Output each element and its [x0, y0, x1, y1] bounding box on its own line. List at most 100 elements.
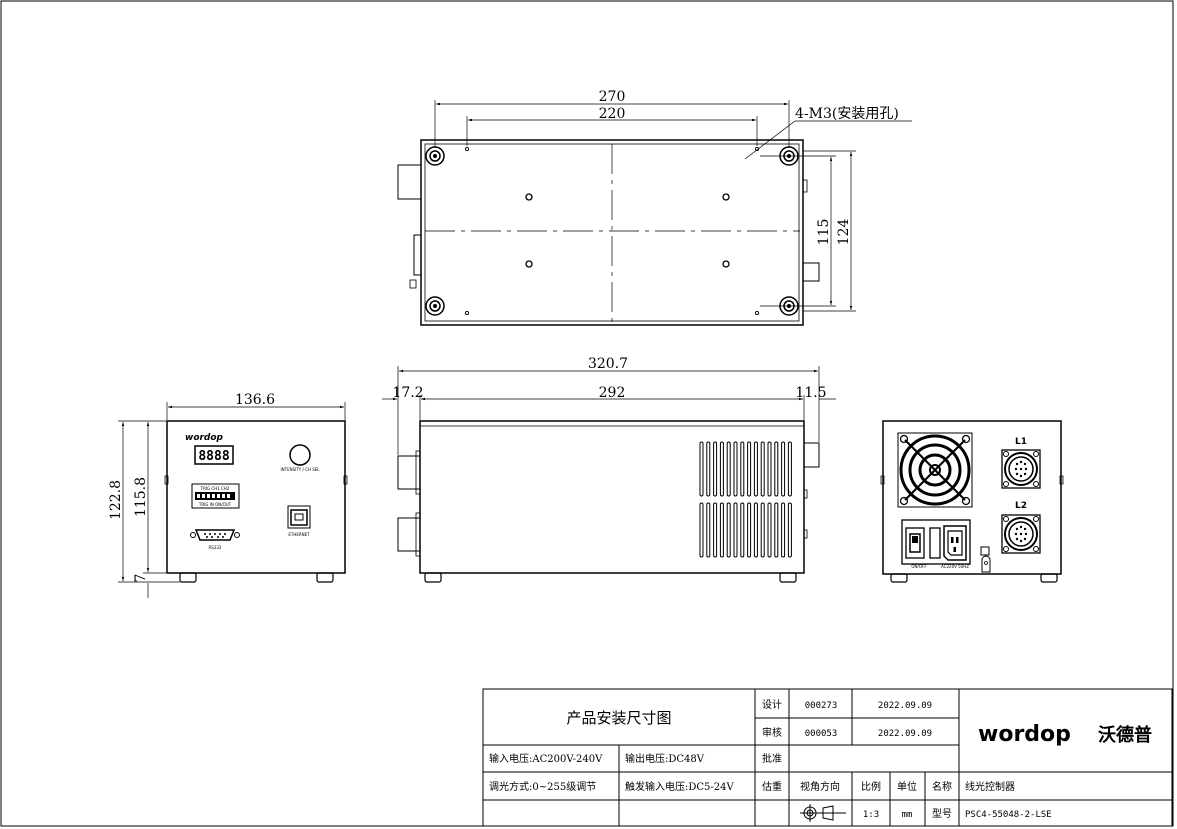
- approval-label: 批准: [762, 752, 782, 765]
- vent-slot: [753, 441, 758, 497]
- vent-slot: [740, 502, 745, 558]
- dim-front-height-total: 122.8: [108, 480, 124, 520]
- model-value: PSC4-55048-2-LSE: [965, 810, 1052, 820]
- hole-callout: 4-M3(安装用孔): [795, 106, 899, 122]
- ethernet-label: ETHERNET: [288, 532, 310, 537]
- terminal-label-bottom: TRIG IN ON/OUT: [198, 502, 232, 507]
- port-l1-label: L1: [1015, 437, 1027, 447]
- vent-slot: [719, 441, 724, 497]
- dim-side-length-total: 320.7: [588, 356, 628, 372]
- vent-slot: [781, 502, 786, 558]
- input-voltage: 输入电压:AC200V-240V: [489, 752, 603, 765]
- serial-label: RS232: [209, 545, 222, 550]
- vent-slot: [774, 502, 779, 558]
- digit-display: [194, 445, 234, 465]
- ac-inlet[interactable]: [943, 525, 967, 561]
- dim-width-holes: 220: [599, 106, 626, 122]
- front-view: wordop 8888 INTENSITY / CH SEL TRIG CH1 …: [108, 392, 348, 598]
- model-label: 型号: [932, 807, 952, 820]
- projection-symbol-icon: [800, 804, 846, 822]
- vent-slot: [713, 502, 718, 558]
- weight-label: 估重: [762, 780, 782, 793]
- front-brand-logo: wordop: [185, 433, 224, 443]
- vent-slot: [726, 502, 731, 558]
- front-panel-outline: [166, 420, 346, 574]
- digit-display-value: 8888: [198, 449, 229, 464]
- vent-slot: [706, 441, 711, 497]
- company-name: 沃德普: [1098, 724, 1152, 746]
- vent-slot: [699, 441, 704, 497]
- dim-side-length-body: 292: [599, 385, 626, 401]
- reviewer-value: 000053: [805, 729, 838, 739]
- projection-label: 视角方向: [800, 780, 840, 793]
- vent-slot: [699, 502, 704, 558]
- trigger-voltage: 触发输入电压:DC5-24V: [625, 780, 735, 793]
- company-logo: wordop 沃德普: [978, 722, 1152, 747]
- vent-slot: [706, 502, 711, 558]
- power-switch[interactable]: [905, 527, 925, 559]
- mount-foot-tl: [425, 146, 445, 166]
- ground-symbol-icon: [980, 546, 990, 556]
- designer-value: 000273: [805, 701, 838, 711]
- vent-slot: [760, 441, 765, 497]
- fan-grille: [897, 432, 973, 508]
- intensity-knob[interactable]: [289, 444, 311, 466]
- dimming-mode: 调光方式:0~255级调节: [489, 780, 596, 793]
- vent-slot: [726, 441, 731, 497]
- drawing-title: 产品安装尺寸图: [566, 709, 671, 727]
- reviewer-label: 审核: [762, 726, 782, 739]
- dim-side-right-protrusion: 11.5: [795, 385, 826, 401]
- rs232-port[interactable]: [194, 529, 236, 541]
- rear-panel-outline: [882, 420, 1062, 575]
- vent-slot: [787, 441, 792, 497]
- dim-front-height-body: 115.8: [133, 477, 149, 517]
- dim-height-holes: 115: [816, 219, 832, 246]
- vent-slot: [753, 502, 758, 558]
- dim-front-width: 136.6: [235, 392, 275, 408]
- scale-value: 1:3: [863, 810, 879, 820]
- vent-slot: [760, 502, 765, 558]
- title-block: [482, 688, 1173, 827]
- dim-side-left-protrusion: 17.2: [392, 385, 423, 401]
- vent-slot: [747, 502, 752, 558]
- power-module: ON/OFF AC220V 50HZ: [901, 519, 971, 569]
- knob-label: INTENSITY / CH SEL: [281, 467, 321, 472]
- reviewer-date: 2022.09.09: [878, 729, 932, 739]
- dim-front-foot: 7: [133, 574, 149, 583]
- company-logo-text: wordop: [978, 722, 1071, 747]
- terminal-block: [191, 483, 240, 509]
- output-voltage: 输出电压:DC48V: [625, 752, 705, 765]
- title-block-text: 产品安装尺寸图 输入电压:AC200V-240V 输出电压:DC48V 调光方式…: [489, 698, 1152, 822]
- rear-view: L1 L2: [880, 420, 1064, 583]
- vent-slot: [767, 502, 772, 558]
- switch-label: ON/OFF: [911, 564, 927, 569]
- terminal-label-top: TRIG CH1 CH2: [200, 486, 230, 491]
- vent-slot: [787, 502, 792, 558]
- port-l1[interactable]: [1001, 449, 1041, 489]
- port-l2[interactable]: [1001, 514, 1041, 554]
- top-view-outline: [420, 139, 804, 326]
- ethernet-port[interactable]: [287, 505, 311, 529]
- designer-date: 2022.09.09: [878, 701, 932, 711]
- vent-slot: [740, 441, 745, 497]
- vent-slot: [719, 502, 724, 558]
- vent-slot: [781, 441, 786, 497]
- vent-slot: [747, 441, 752, 497]
- vent-slot: [733, 441, 738, 497]
- scale-label: 比例: [861, 780, 881, 793]
- side-vents: [699, 441, 792, 558]
- vent-slot: [774, 441, 779, 497]
- name-label: 名称: [932, 780, 952, 793]
- power-label: AC220V 50HZ: [941, 564, 969, 569]
- dim-height-outer: 124: [836, 219, 852, 246]
- dim-width-outer: 270: [599, 89, 626, 105]
- designer-label: 设计: [762, 698, 782, 711]
- unit-label: 单位: [897, 780, 917, 793]
- side-outline: [419, 420, 805, 574]
- vent-slot: [767, 441, 772, 497]
- top-view: 270 220 4-M3(安装用孔) 115 124: [397, 89, 912, 326]
- vent-slot: [713, 441, 718, 497]
- product-name: 线光控制器: [965, 780, 1015, 793]
